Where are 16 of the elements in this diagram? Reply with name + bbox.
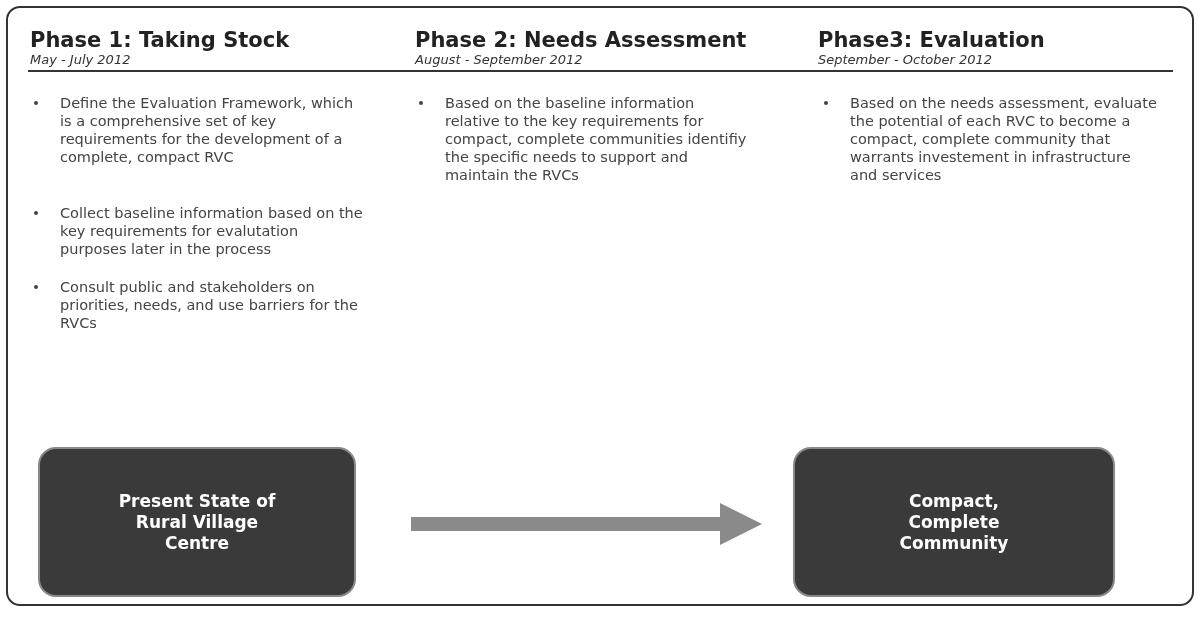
arrow bbox=[411, 503, 762, 545]
bullet-text: Based on the needs assessment, evaluate the potential of each RVC to become a compact, complete community that warrants investement in infrastructure and services bbox=[850, 95, 1157, 183]
bullet-text: Based on the baseline information relative to the key requirements for compact, complete communities identifiy the specific needs to support and maintain the RVCs bbox=[445, 95, 747, 183]
bullet-text: Collect baseline information based on the key requirements for evalutation purposes later in the process bbox=[60, 205, 363, 257]
phase-heading: Phase 1: Taking Stock bbox=[30, 28, 291, 52]
stage-box bbox=[793, 447, 1115, 597]
date-range: September - October 2012 bbox=[818, 52, 994, 67]
bullet-text: Consult public and stakeholders on priorities, needs, and use barriers for the RVCs bbox=[60, 279, 358, 331]
stage-title: Compact, Complete Community bbox=[898, 490, 1010, 554]
date-range: August - September 2012 bbox=[415, 52, 584, 67]
phase-heading: Phase3: Evaluation bbox=[818, 28, 1046, 52]
stage-box bbox=[38, 447, 356, 597]
phase-heading: Phase 2: Needs Assessment bbox=[415, 28, 748, 52]
stage-title: Present State of Rural Village Centre bbox=[117, 490, 277, 554]
bullet-text: Define the Evaluation Framework, which is a comprehensive set of key requirements for the development of a complete, compact RVC bbox=[60, 95, 354, 165]
date-range: May - July 2012 bbox=[30, 52, 132, 67]
